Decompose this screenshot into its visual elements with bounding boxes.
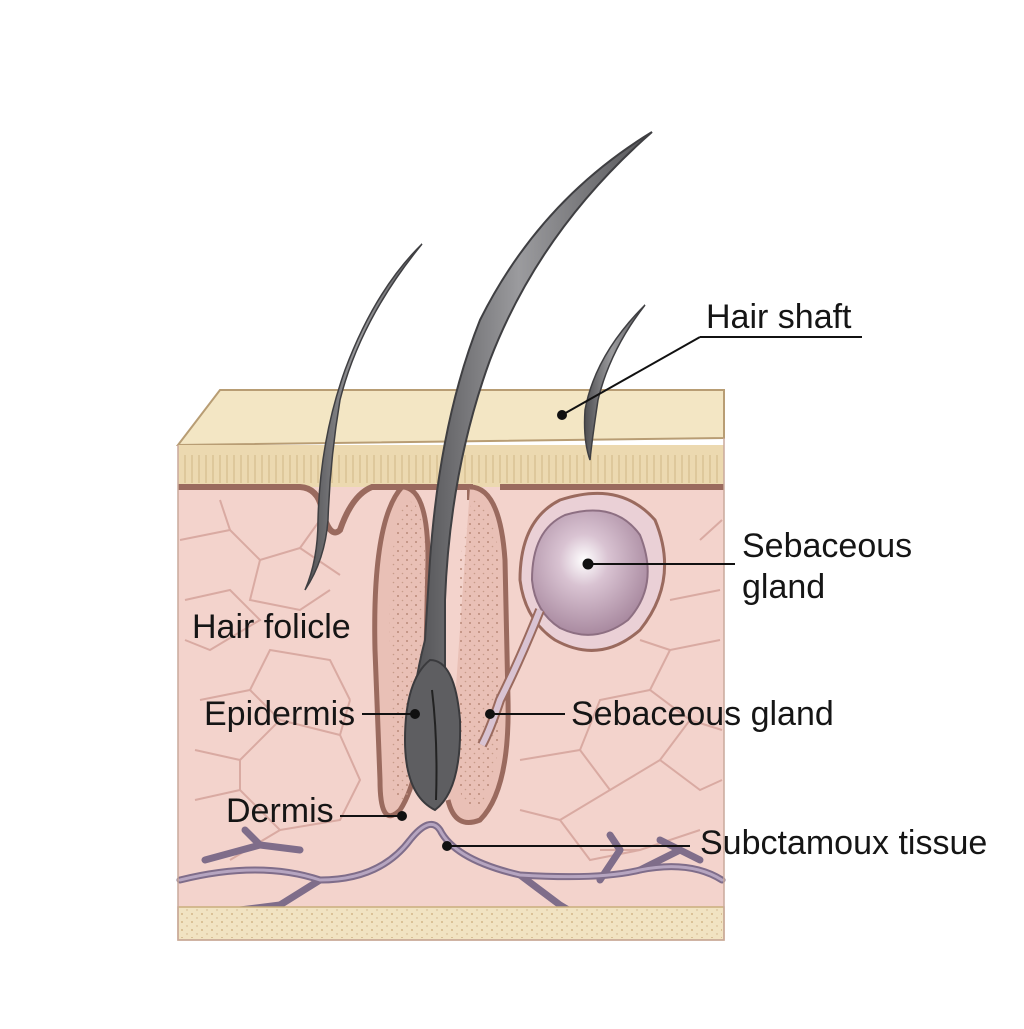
label-hair-follicle: Hair folicle (192, 608, 351, 646)
hair-right (583, 304, 646, 461)
label-sebaceous-gland-mid: Sebaceous gland (571, 695, 834, 733)
label-epidermis: Epidermis (204, 695, 356, 733)
hair-left (304, 243, 423, 591)
label-dermis: Dermis (226, 792, 334, 830)
basal-membrane (178, 484, 724, 536)
label-sebaceous-gland-top-line2: gland (742, 568, 826, 606)
sebaceous-gland (477, 491, 667, 748)
leader-lines (340, 336, 862, 851)
label-hair-shaft: Hair shaft (706, 298, 852, 336)
dermis-cells (179, 499, 723, 862)
label-subcutaneous-tissue: Subctamoux tissue (700, 824, 988, 862)
label-sebaceous-gland-top-line1: Sebaceous (742, 527, 913, 565)
hair-bulb (403, 658, 462, 812)
